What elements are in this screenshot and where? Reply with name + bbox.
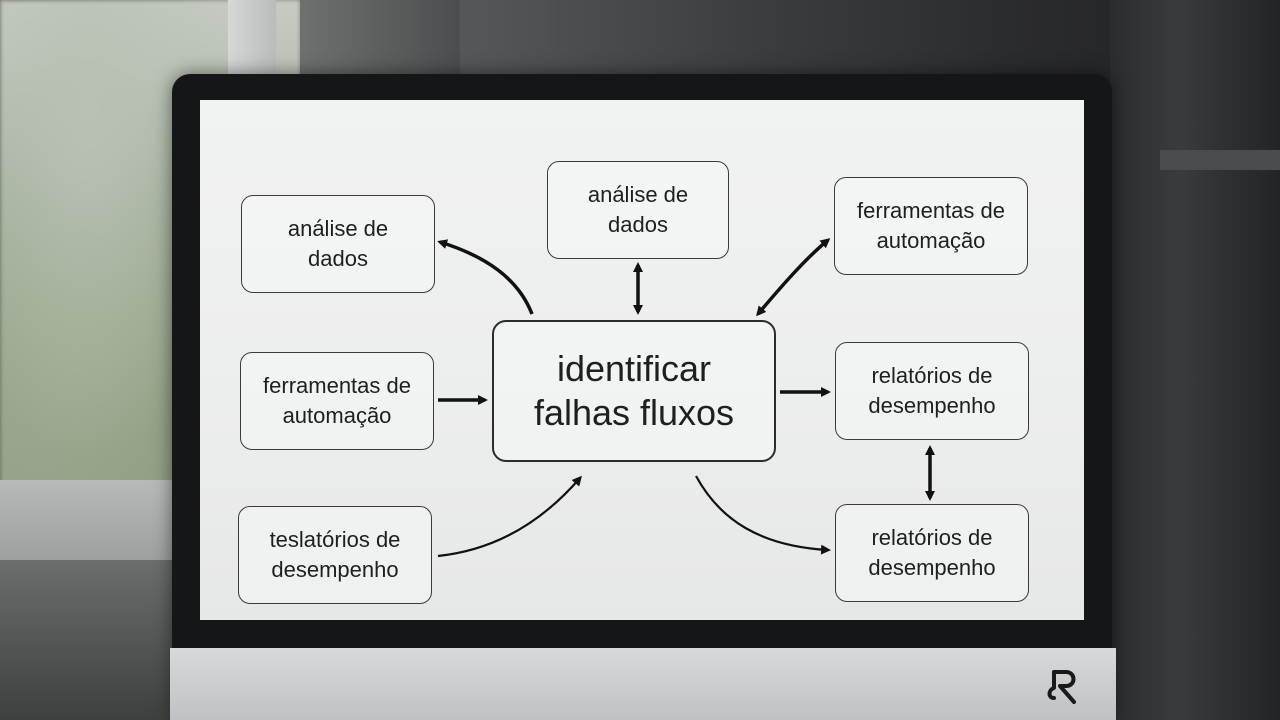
node-mid-right-label: relatórios de desempenho — [868, 363, 996, 418]
arrow-center-top-right — [756, 238, 831, 317]
diagram-arrows — [437, 238, 935, 558]
node-bottom-right-label: relatórios de desempenho — [868, 525, 996, 580]
node-top-right: ferramentas de automação — [834, 177, 1028, 275]
node-center-label: identificar falhas fluxos — [533, 348, 735, 433]
node-center: identificar falhas fluxos — [492, 320, 776, 462]
node-bottom-right: relatórios de desempenho — [835, 504, 1029, 602]
node-bottom-left-label: teslatórios de desempenho — [269, 527, 401, 582]
dark-cabinet — [1110, 0, 1280, 720]
node-mid-right: relatórios de desempenho — [835, 342, 1029, 440]
monitor-chin — [170, 648, 1116, 720]
node-bottom-left: teslatórios de desempenho — [238, 506, 432, 604]
arrow-center-to-bottom-right — [695, 475, 831, 555]
node-top-left: análise de dados — [241, 195, 435, 293]
node-top-right-label: ferramentas de automação — [857, 198, 1005, 253]
arrow-bottom-left-to-center — [437, 475, 582, 558]
node-top-center: análise de dados — [547, 161, 729, 259]
brand-logo-icon — [1047, 670, 1076, 704]
node-mid-left: ferramentas de automação — [240, 352, 434, 450]
node-top-left-label: análise de dados — [287, 216, 389, 271]
node-mid-left-label: ferramentas de automação — [263, 373, 411, 428]
cabinet-handle — [1160, 150, 1280, 170]
arrow-center-to-top-left — [437, 239, 534, 315]
monitor-screen: análise de dados análise de dados ferram… — [200, 100, 1084, 620]
node-top-center-label: análise de dados — [587, 182, 689, 237]
